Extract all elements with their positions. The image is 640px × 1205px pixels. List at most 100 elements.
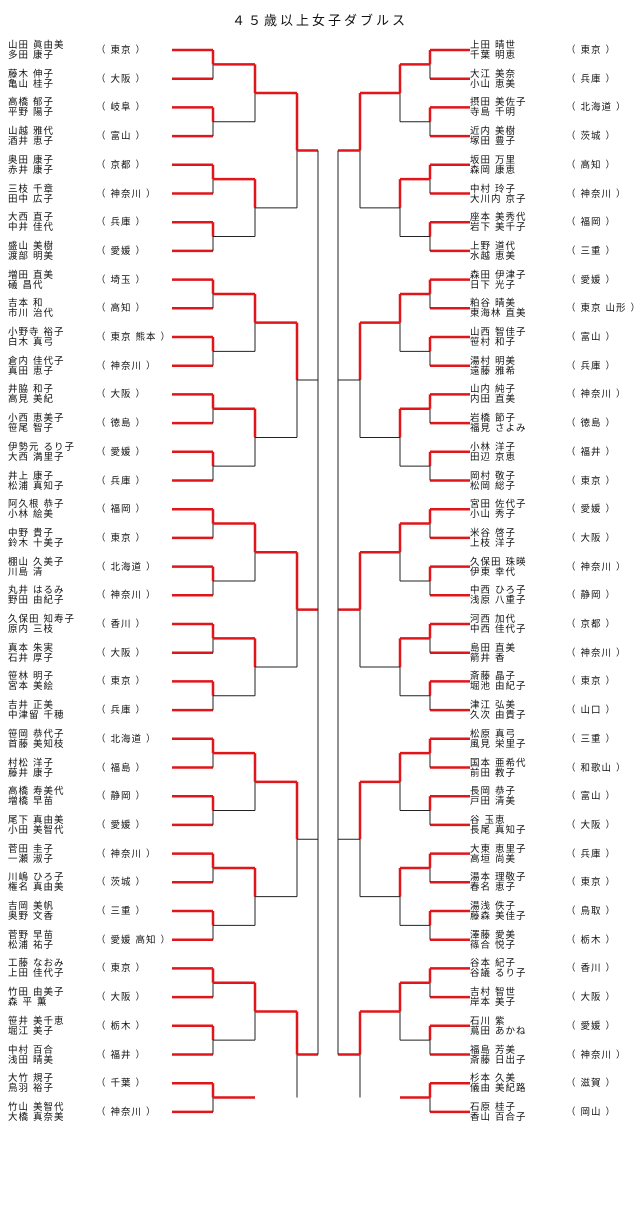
prefecture: （ 茨城 ） [96,877,147,889]
player-name: 大竹 規子 [8,1073,55,1085]
prefecture: （ 愛媛 ） [566,504,617,516]
player-names: 上野 道代水越 恵美 [470,241,555,262]
player-names: 福島 芳美斎藤 日出子 [470,1045,555,1066]
player-names: 棚山 久美子川島 清 [8,557,93,578]
entry-right: 谷本 紀子谷議 るり子（ 香川 ） [470,955,640,983]
entry-left: 井上 康子松浦 真知子（ 兵庫 ） [8,468,178,496]
player-name: 小山 秀子 [470,509,517,521]
player-name: 増橋 早苗 [8,796,55,808]
player-name: 森 平 薫 [8,997,48,1009]
prefecture: （ 神奈川 ） [96,848,157,860]
player-name: 岡村 敬子 [470,470,517,482]
prefecture: （ 愛媛 ） [566,274,617,286]
player-name: 松浦 祐子 [8,939,55,951]
entry-left: 棚山 久美子川島 清（ 北海道 ） [8,554,178,582]
player-name: 酒井 恵子 [8,136,55,148]
entry-right: 上田 晴世千葉 明恵（ 東京 ） [470,37,640,65]
player-names: 藤木 伸子亀山 桂子 [8,69,93,90]
entry-right: 湯村 明美遠藤 雅希（ 兵庫 ） [470,353,640,381]
player-names: 大西 直子中井 佳代 [8,213,93,233]
player-names: 菅野 早苗松浦 祐子 [8,929,93,951]
player-name: 久保田 知寿子 [8,614,76,625]
player-name: 中村 百合 [8,1044,55,1056]
player-name: 渡部 明美 [8,250,55,262]
player-names: 石原 桂子香山 百合子 [470,1102,555,1123]
player-name: 小西 恵美子 [8,413,65,425]
player-name: 笹井 美千恵 [8,1015,65,1027]
player-name: 菅野 早苗 [8,929,55,941]
prefecture: （ 愛媛 ） [566,1020,617,1032]
entry-right: 岡村 敬子松岡 総子 （ 東京 ） [470,468,640,496]
player-name: 儀由 美紀路 [470,1083,527,1095]
player-name: 高垣 尚美 [470,853,517,865]
player-name: 津江 弘美 [470,700,517,712]
prefecture: （ 福井 ） [566,446,617,458]
player-names: 湯本 理敬子春名 恵子 [470,873,555,893]
player-name: 権名 真由美 [8,882,65,894]
prefecture: （ 山口 ） [566,705,617,717]
player-name: 福見 さよみ [470,423,527,435]
entry-right: 松原 真弓風見 栄里子（ 三重 ） [470,726,640,754]
player-names: 山西 智佳子笹村 和子 [470,328,555,348]
entry-left: 三枝 千章田中 広子（ 神奈川 ） [8,181,178,209]
player-name: 吉井 正美 [8,700,55,712]
player-names: 中村 玲子大川内 京子 [470,183,555,205]
player-names: 中村 百合浅田 晴美 [8,1044,93,1066]
prefecture: （ 東京 ） [566,45,617,56]
player-name: 篠合 悦子 [470,939,517,951]
player-name: 中村 玲子 [470,183,517,195]
player-name: 吉本 和 [8,298,44,310]
player-name: 森田 伊津子 [470,269,527,281]
player-name: 田辺 京恵 [470,451,517,463]
player-name: 長岡 恭子 [470,786,517,798]
prefecture: （ 大阪 ） [96,73,147,85]
player-name: 中井 佳代 [8,222,55,234]
entry-right: 山内 純子内田 直美 （ 神奈川 ） [470,381,640,409]
prefecture: （ 兵庫 ） [96,705,147,717]
player-name: 松岡 総子 [470,480,517,492]
prefecture: （ 高知 ） [96,303,147,315]
player-names: 井脇 和子高見 美紀 [8,385,93,405]
player-names: 粕谷 晴美東海林 直美 [470,299,555,319]
entry-right: 福島 芳美斎藤 日出子（ 神奈川 ） [470,1042,640,1070]
player-names: 山内 純子内田 直美 [470,385,555,405]
player-names: 尾下 真由美小田 美智代 [8,815,93,836]
entry-left: 竹田 由美子森 平 薫（ 大阪 ） [8,984,178,1012]
player-names: 山田 眞由美多田 康子 [8,41,93,61]
entry-right: 近内 美樹塚田 豊子（ 茨城 ） [470,123,640,151]
player-name: 増田 直美 [8,269,55,281]
player-name: 大東 恵里子 [470,843,527,855]
prefecture: （ 富山 ） [96,131,147,143]
player-name: 亀山 桂子 [8,78,55,90]
player-name: 奥野 文香 [8,911,55,922]
entry-left: 増田 直美礒 昌代（ 埼玉 ） [8,267,178,295]
entry-right: 石原 桂子香山 百合子（ 岡山 ） [470,1099,640,1127]
entry-left: 高橋 郁子平野 陽子（ 岐阜 ） [8,94,178,122]
player-name: 春名 恵子 [470,882,517,894]
entry-right: 摂田 美佐子寺島 千明（ 北海道 ） [470,94,640,122]
prefecture: （ 千葉 ） [96,1078,147,1090]
prefecture: （ 神奈川 ） [96,590,157,602]
entry-right: 大江 美奈小山 恵美（ 兵庫 ） [470,66,640,94]
player-names: 村松 洋子藤井 康子 [8,758,93,779]
player-names: 宮田 佐代子小山 秀子 [470,500,555,520]
prefecture: （ 神奈川 ） [96,188,157,200]
player-name: 上田 佳代子 [8,968,65,980]
player-name: 中野 貴子 [8,527,55,539]
entry-left: 丸井 はるみ野田 由紀子（ 神奈川 ） [8,582,178,610]
player-names: 吉井 正美中津留 千穂 [8,701,93,721]
player-names: 坂田 万里森岡 康恵 [470,155,555,176]
entry-right: 斎藤 晶子堀池 由紀子（ 東京 ） [470,668,640,696]
entry-left: 吉井 正美中津留 千穂（ 兵庫 ） [8,697,178,725]
prefecture: （ 東京 ） [566,475,617,487]
prefecture: （ 神奈川 ） [566,389,627,401]
player-names: 近内 美樹塚田 豊子 [470,127,555,147]
player-name: 市川 治代 [8,308,55,320]
entry-right: 森田 伊津子日下 光子 （ 愛媛 ） [470,267,640,295]
player-names: 久保田 知寿子原内 三枝 [8,615,93,635]
entry-right: 島田 直美箭井 香（ 神奈川 ） [470,640,640,668]
player-name: 湯浅 佚子 [470,901,517,912]
player-name: 多田 康子 [8,50,55,61]
player-name: 日下 光子 [470,279,517,291]
prefecture: （ 徳島 ） [96,418,147,430]
